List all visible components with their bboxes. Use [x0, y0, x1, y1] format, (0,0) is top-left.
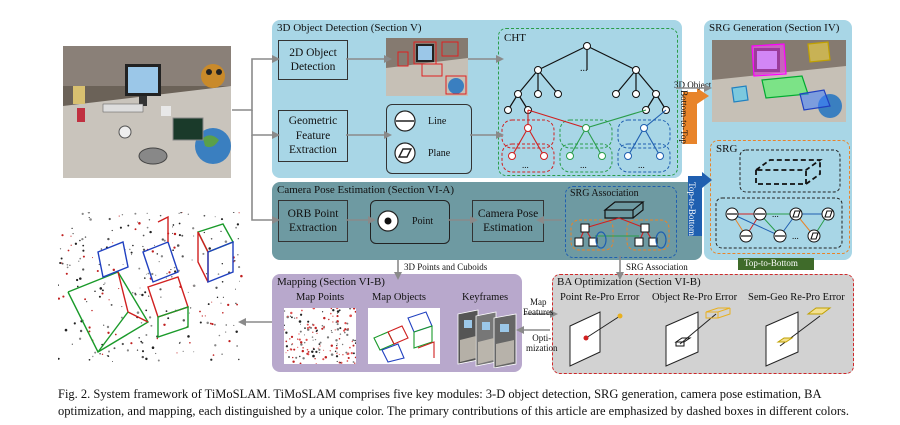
- 3d-points-cuboids-label: 3D Points and Cuboids: [404, 262, 488, 272]
- line-icon: [394, 110, 416, 132]
- srg-association-dashed-box: [565, 186, 677, 258]
- srg-dashed-box: [710, 140, 850, 254]
- object-reprojection-error-label: Object Re-Pro Error: [652, 292, 738, 303]
- top-to-bottom-arrow: [688, 172, 712, 236]
- srg-graph: ... ...: [715, 149, 843, 249]
- top-to-bottom-horizontal-label: Top-to-Bottom: [744, 258, 798, 268]
- point-label: Point: [412, 216, 434, 227]
- line-plane-group: [386, 104, 472, 174]
- keyframes-label: Keyframes: [462, 292, 509, 303]
- semgeo-error-diagram: [765, 307, 832, 367]
- srg-generation-title: SRG Generation (Section IV): [709, 22, 840, 34]
- srg-generation-image: [712, 40, 846, 122]
- object-error-diagram: [665, 307, 731, 367]
- orb-point-extraction-box: ORB Point Extraction: [278, 200, 348, 242]
- map-objects-image: [368, 308, 440, 364]
- point-reprojection-error-label: Point Re-Pro Error: [560, 292, 640, 303]
- svg-text:...: ...: [772, 209, 779, 219]
- geometric-feature-extraction-box: Geometric Feature Extraction: [278, 110, 348, 162]
- svg-text:...: ...: [580, 63, 588, 74]
- ba-optimization-panel: [552, 274, 854, 374]
- map-points-label: Map Points: [296, 292, 345, 303]
- semgeo-reprojection-error-label: Sem-Geo Re-Pro Error: [748, 292, 845, 303]
- bottom-to-top-arrow: [683, 88, 709, 144]
- ba-optimization-title: BA Optimization (Section VI-B): [557, 276, 701, 288]
- detection-title: 3D Object Detection (Section V): [277, 22, 422, 34]
- srg-label: SRG: [716, 143, 738, 155]
- optimization-label: Opti- mization: [526, 333, 558, 353]
- mapping-title: Mapping (Section VI-B): [277, 276, 385, 288]
- line-label: Line: [428, 116, 447, 127]
- svg-text:...: ...: [638, 160, 645, 170]
- point-error-diagram: [569, 311, 623, 367]
- input-rgb-image: [63, 46, 231, 178]
- cht-label: CHT: [504, 32, 526, 44]
- detection-image: [386, 38, 468, 96]
- svg-text:...: ...: [792, 231, 799, 241]
- top-to-bottom-green-arrow: [738, 258, 814, 270]
- cht-dashed-box: [498, 28, 678, 176]
- plane-icon: [394, 142, 416, 164]
- keyframes-image: [457, 309, 517, 368]
- cht-tree: ... ... ... ...: [501, 42, 671, 173]
- map-features-label: Map Features: [523, 297, 554, 317]
- figure-caption: Fig. 2. System framework of TiMoSLAM. Ti…: [58, 387, 850, 418]
- map-points-image: [284, 308, 356, 364]
- plane-label: Plane: [428, 148, 451, 159]
- svg-text:...: ...: [522, 160, 529, 170]
- 2d-object-detection-box: 2D Object Detection: [278, 40, 348, 80]
- map-objects-label: Map Objects: [372, 292, 426, 303]
- output-3d-map: [58, 212, 243, 362]
- svg-text:...: ...: [580, 160, 587, 170]
- 3d-object-label: 3D Object: [674, 80, 712, 90]
- srg-association-arrow-label: SRG Association: [626, 262, 688, 272]
- camera-pose-title: Camera Pose Estimation (Section VI-A): [277, 184, 454, 196]
- srg-association-graph: [570, 201, 670, 251]
- srg-association-title: SRG Association: [570, 188, 639, 199]
- flow-arrows: [232, 55, 712, 334]
- point-icon: [377, 210, 399, 232]
